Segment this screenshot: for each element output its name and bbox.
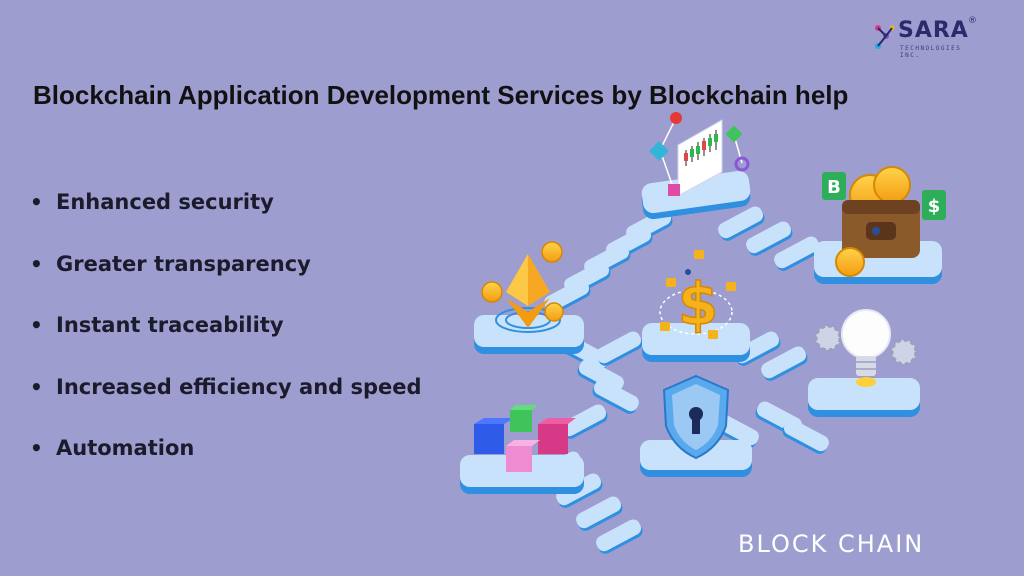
list-item: • Automation bbox=[30, 432, 422, 494]
list-item: • Instant traceability bbox=[30, 309, 422, 371]
benefit-label: Automation bbox=[56, 436, 195, 460]
dollar-lock-icon: $ bbox=[659, 250, 736, 339]
badge-dollar-label: $ bbox=[928, 196, 941, 217]
logo-registered-mark: ® bbox=[968, 16, 977, 26]
bullet-glyph: • bbox=[30, 251, 43, 276]
ethereum-icon bbox=[481, 241, 564, 333]
bullet-glyph: • bbox=[30, 436, 43, 460]
benefit-label: Greater transparency bbox=[56, 251, 311, 276]
wallet-icon: B $ bbox=[822, 166, 946, 277]
list-item: • Greater transparency bbox=[30, 248, 422, 310]
page-title: Blockchain Application Development Servi… bbox=[33, 80, 849, 110]
shield-keyhole-icon bbox=[662, 374, 730, 460]
cubes-icon bbox=[474, 405, 576, 472]
bullet-glyph: • bbox=[30, 374, 43, 399]
blockchain-illustration: B $ $ bbox=[460, 112, 946, 557]
benefit-label: Enhanced security bbox=[56, 190, 274, 214]
list-item: • Increased efficiency and speed bbox=[30, 371, 422, 433]
logo-mark-icon bbox=[875, 25, 895, 49]
company-logo: SARA ® TECHNOLOGIES INC. bbox=[872, 16, 982, 59]
logo-tagline: TECHNOLOGIES INC. bbox=[900, 45, 962, 59]
benefits-list: • Enhanced security • Greater transparency… bbox=[30, 186, 422, 494]
logo-name: SARA bbox=[898, 18, 969, 43]
bullet-glyph: • bbox=[30, 190, 43, 214]
illustration-caption: BLOCK CHAIN bbox=[738, 530, 925, 558]
benefit-label: Increased efficiency and speed bbox=[56, 374, 422, 399]
platform-lightbulb bbox=[808, 378, 920, 417]
dollar-sign: $ bbox=[678, 270, 718, 338]
list-item: • Enhanced security bbox=[30, 186, 422, 248]
badge-b-label: B bbox=[827, 177, 841, 198]
chart-board-icon bbox=[649, 112, 750, 197]
benefit-label: Instant traceability bbox=[56, 313, 284, 337]
lightbulb-icon bbox=[814, 309, 918, 387]
connector-path bbox=[533, 204, 832, 557]
bullet-glyph: • bbox=[30, 313, 43, 337]
